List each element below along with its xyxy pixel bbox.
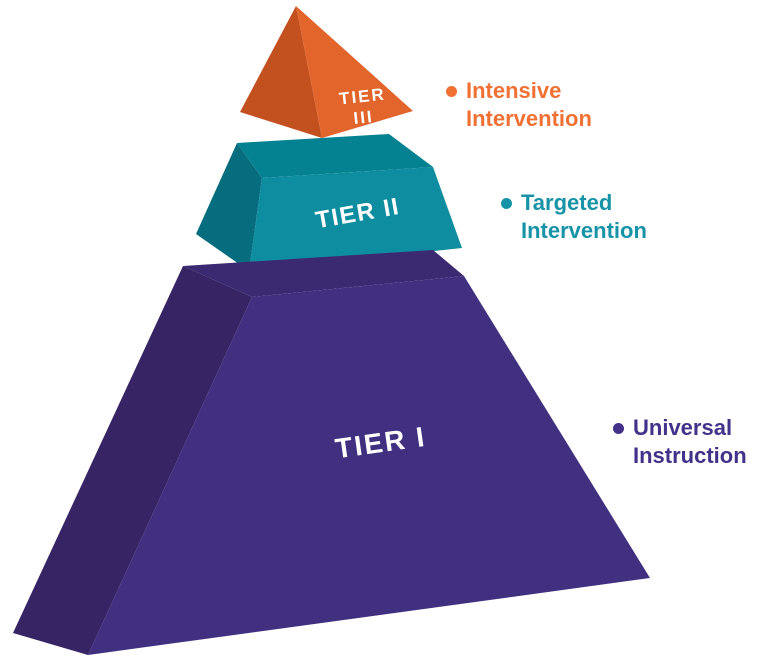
legend-line2: Intervention	[466, 106, 592, 131]
legend-intensive-intervention: Intensive Intervention	[446, 77, 592, 133]
tier1-top-face	[183, 250, 464, 297]
tier3-front-face	[296, 6, 413, 138]
legend-line1: Intensive	[466, 78, 562, 103]
legend-text: Targeted Intervention	[521, 189, 647, 245]
legend-bullet-icon	[613, 423, 624, 434]
tier3-label-line1: TIER	[338, 85, 386, 109]
tier1-side-face	[13, 266, 252, 655]
tier2-block: TIER II	[196, 134, 462, 271]
tier3-label-line2: III	[353, 107, 375, 128]
tier3-side-face	[240, 6, 322, 138]
tier2-front-face	[249, 167, 462, 271]
legend-text: Intensive Intervention	[466, 77, 592, 133]
legend-bullet-icon	[446, 86, 457, 97]
tier1-front-face	[88, 276, 650, 655]
legend-targeted-intervention: Targeted Intervention	[501, 189, 647, 245]
tier2-side-face	[196, 143, 262, 271]
legend-universal-instruction: Universal Instruction	[613, 414, 747, 470]
tier3-block: TIER III	[240, 6, 413, 138]
tier2-top-face	[237, 134, 433, 178]
legend-line2: Instruction	[633, 443, 747, 468]
legend-line1: Targeted	[521, 190, 613, 215]
legend-line2: Intervention	[521, 218, 647, 243]
legend-bullet-icon	[501, 198, 512, 209]
legend-text: Universal Instruction	[633, 414, 747, 470]
tier1-block: TIER I	[13, 250, 650, 655]
legend-line1: Universal	[633, 415, 733, 440]
